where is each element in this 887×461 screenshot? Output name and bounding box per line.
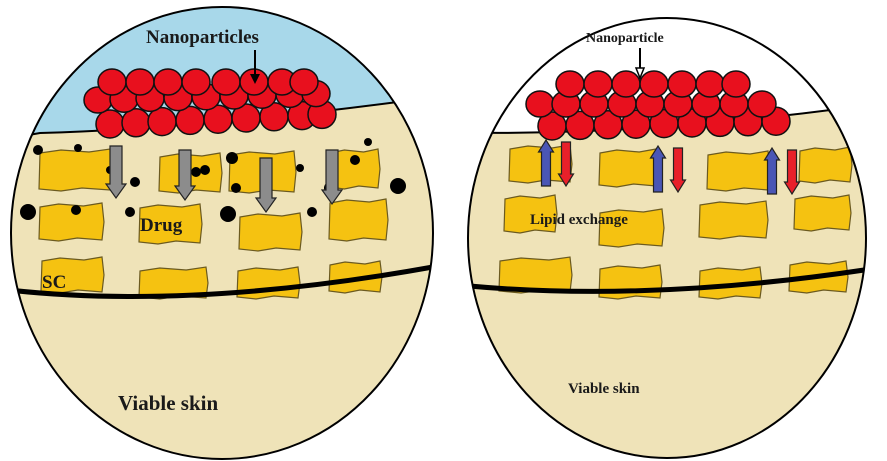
drug-molecule	[74, 144, 82, 152]
left-drug-label: Drug	[140, 215, 183, 236]
nanoparticle	[526, 91, 554, 117]
nanoparticle	[98, 69, 126, 95]
nanoparticle	[212, 69, 240, 95]
right-exchange-label: Lipid exchange	[530, 212, 628, 228]
drug-molecule	[191, 167, 201, 177]
right-nanoparticle-cluster	[526, 71, 790, 140]
drug-molecule	[364, 138, 372, 146]
left-panel: Nanoparticles Drug SC Viable skin	[0, 0, 470, 461]
drug-molecule	[71, 205, 81, 215]
corneocyte	[39, 149, 112, 191]
drug-molecule	[20, 204, 36, 220]
corneocyte	[699, 201, 768, 239]
nanoparticle	[640, 71, 668, 97]
nanoparticle	[722, 71, 750, 97]
drug-molecule	[33, 145, 43, 155]
left-sc-label: SC	[42, 272, 66, 293]
drug-molecule	[125, 207, 135, 217]
right-title: Nanoparticle	[586, 31, 664, 46]
drug-molecule	[390, 178, 406, 194]
nanoparticle	[122, 109, 150, 137]
right-panel: Nanoparticle Lipid exchange Viable skin	[440, 0, 887, 461]
nanoparticle	[126, 69, 154, 95]
nanoparticle	[556, 71, 584, 97]
corneocyte	[599, 265, 662, 299]
left-title: Nanoparticles	[146, 27, 259, 48]
drug-molecule	[226, 152, 238, 164]
corneocyte	[599, 149, 658, 187]
nanoparticle	[612, 71, 640, 97]
drug-molecule	[231, 183, 241, 193]
nanoparticle	[668, 71, 696, 97]
drug-molecule	[220, 206, 236, 222]
nanoparticle	[96, 110, 124, 138]
nanoparticle	[154, 69, 182, 95]
corneocyte	[329, 199, 388, 241]
corneocyte	[799, 147, 852, 183]
left-viable-label: Viable skin	[118, 391, 218, 415]
right-viable-label: Viable skin	[568, 381, 640, 397]
drug-molecule	[307, 207, 317, 217]
drug-molecule	[130, 177, 140, 187]
nanoparticle	[748, 91, 776, 117]
nanoparticle	[182, 69, 210, 95]
drug-molecule	[296, 164, 304, 172]
drug-molecule	[350, 155, 360, 165]
left-nanoparticle-cluster	[84, 69, 336, 138]
drug-molecule	[200, 165, 210, 175]
nanoparticle	[584, 71, 612, 97]
nanoparticle	[696, 71, 724, 97]
corneocyte	[239, 213, 302, 251]
nanoparticle	[290, 69, 318, 95]
corneocyte	[794, 195, 851, 231]
corneocyte	[707, 151, 770, 191]
